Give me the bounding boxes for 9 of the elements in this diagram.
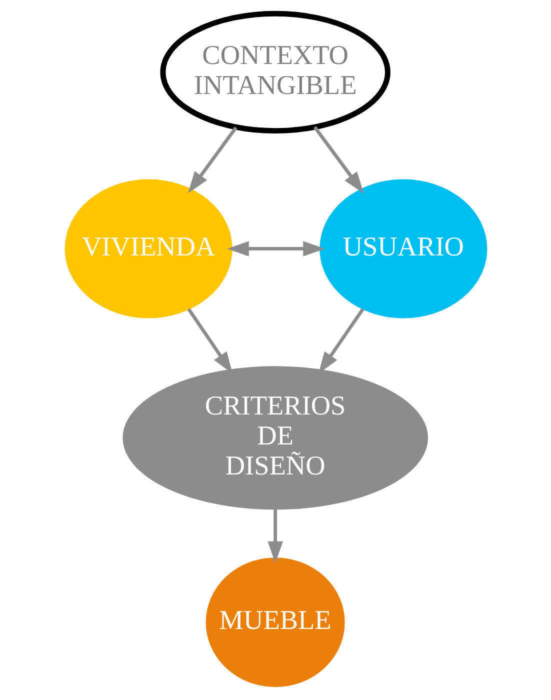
arrow [226, 241, 324, 256]
node-ellipse: CONTEXTO INTANGIBLE [160, 10, 390, 134]
node-ellipse: VIVIENDA [64, 179, 232, 318]
arrow [188, 126, 237, 194]
arrow [312, 126, 364, 194]
node-ellipse: CRITERIOS DE DISEÑO [122, 366, 428, 510]
node-ellipse: USUARIO [319, 179, 487, 318]
node-circle: MUEBLE [205, 558, 344, 688]
arrow [267, 510, 282, 564]
